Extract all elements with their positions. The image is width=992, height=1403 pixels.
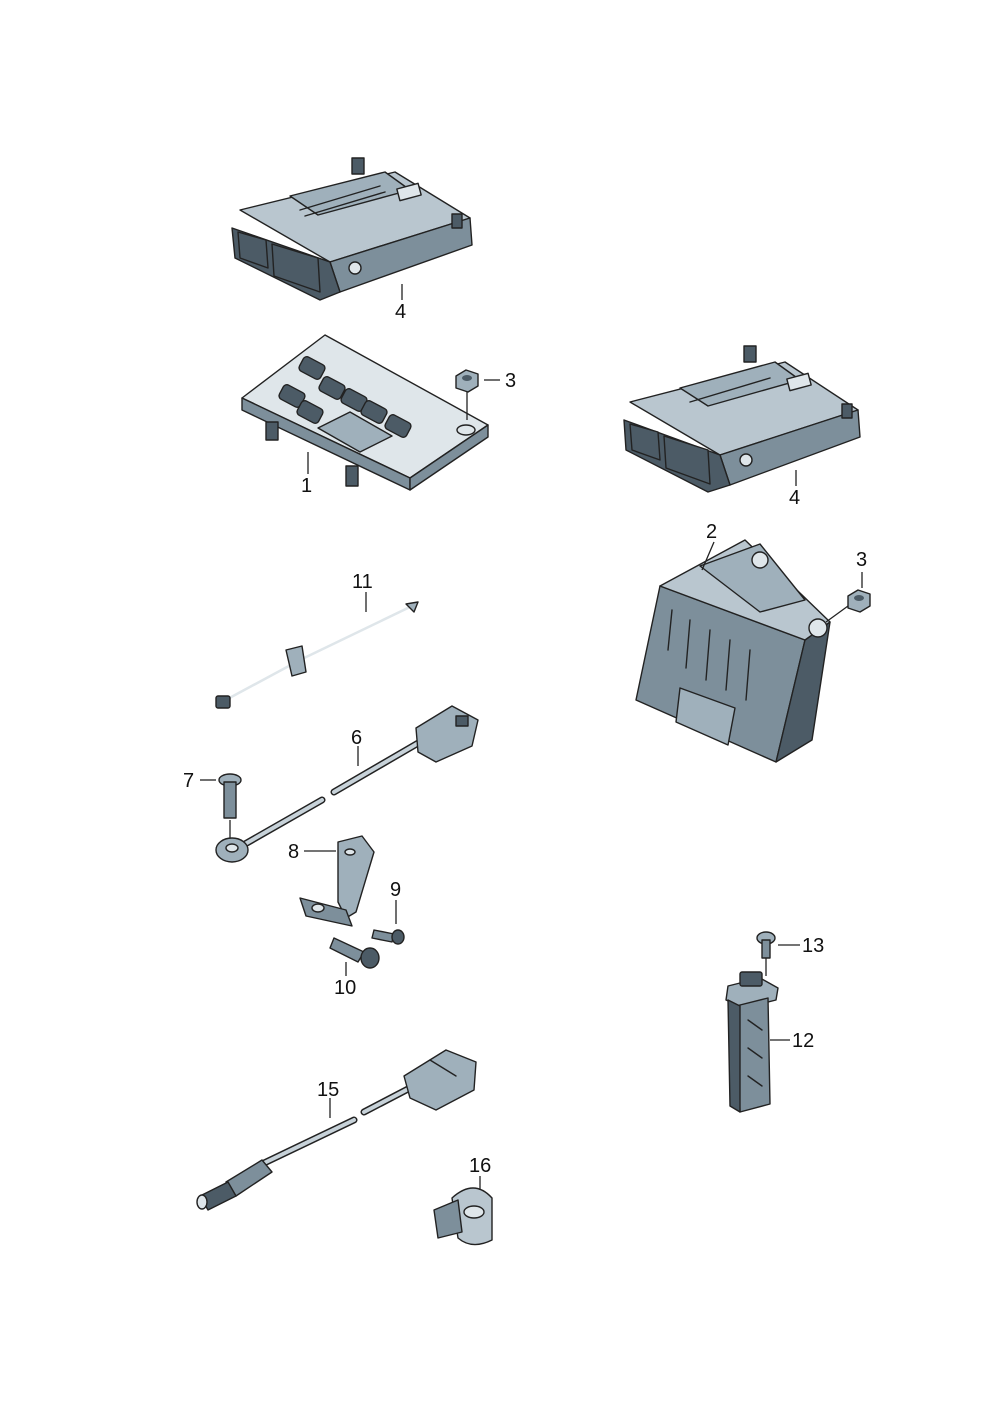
label-2: 2 bbox=[706, 521, 717, 543]
control-unit-top bbox=[231, 157, 473, 301]
knock-sensor bbox=[215, 705, 479, 863]
holder-clip bbox=[433, 1187, 493, 1246]
label-8: 8 bbox=[288, 841, 299, 863]
lambda-probe bbox=[196, 1049, 477, 1211]
label-3-upper: 3 bbox=[505, 370, 516, 392]
bolt-7 bbox=[218, 773, 242, 838]
label-12: 12 bbox=[792, 1030, 814, 1052]
sensor-bracket bbox=[299, 835, 375, 927]
label-9: 9 bbox=[390, 879, 401, 901]
bracket-tray bbox=[241, 334, 489, 491]
speed-sensor bbox=[725, 971, 779, 1113]
label-16: 16 bbox=[469, 1155, 491, 1177]
bolt-10 bbox=[329, 937, 380, 969]
control-unit-right bbox=[623, 345, 861, 493]
screw-9 bbox=[371, 929, 405, 945]
nut-lower bbox=[825, 589, 871, 623]
cable-tie bbox=[215, 601, 419, 709]
label-13: 13 bbox=[802, 935, 824, 957]
label-6: 6 bbox=[351, 727, 362, 749]
label-1: 1 bbox=[301, 475, 312, 497]
label-3-lower: 3 bbox=[856, 549, 867, 571]
screw-13 bbox=[756, 931, 776, 976]
label-7: 7 bbox=[183, 770, 194, 792]
label-10: 10 bbox=[334, 977, 356, 999]
label-15: 15 bbox=[317, 1079, 339, 1101]
nut-upper bbox=[455, 369, 479, 420]
label-4-top: 4 bbox=[395, 301, 406, 323]
label-4-right: 4 bbox=[789, 487, 800, 509]
protective-housing bbox=[635, 539, 831, 763]
label-11: 11 bbox=[352, 571, 373, 593]
